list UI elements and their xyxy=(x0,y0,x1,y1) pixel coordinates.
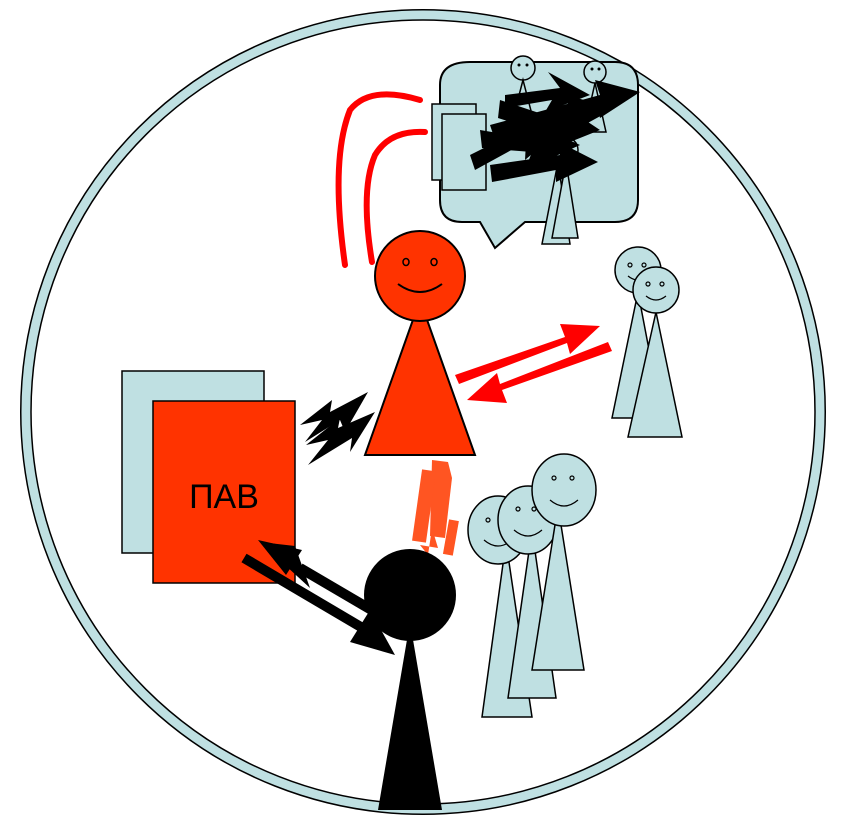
group-person-3 xyxy=(531,453,597,671)
thought-line-2 xyxy=(363,128,428,265)
speech-bubble-icon xyxy=(431,55,640,250)
central-person-icon xyxy=(363,230,477,456)
substance-label: ПАВ xyxy=(189,478,259,516)
bubble-arrows xyxy=(470,72,640,182)
black-person-icon xyxy=(364,549,456,810)
exchange-arrows-right xyxy=(455,324,612,403)
exchange-arrows-bottom xyxy=(241,540,395,655)
lightning-arrow xyxy=(300,392,375,465)
exchange-arrows-vertical xyxy=(412,460,459,556)
thought-line-1 xyxy=(335,91,423,268)
friend-person-front xyxy=(627,266,683,438)
